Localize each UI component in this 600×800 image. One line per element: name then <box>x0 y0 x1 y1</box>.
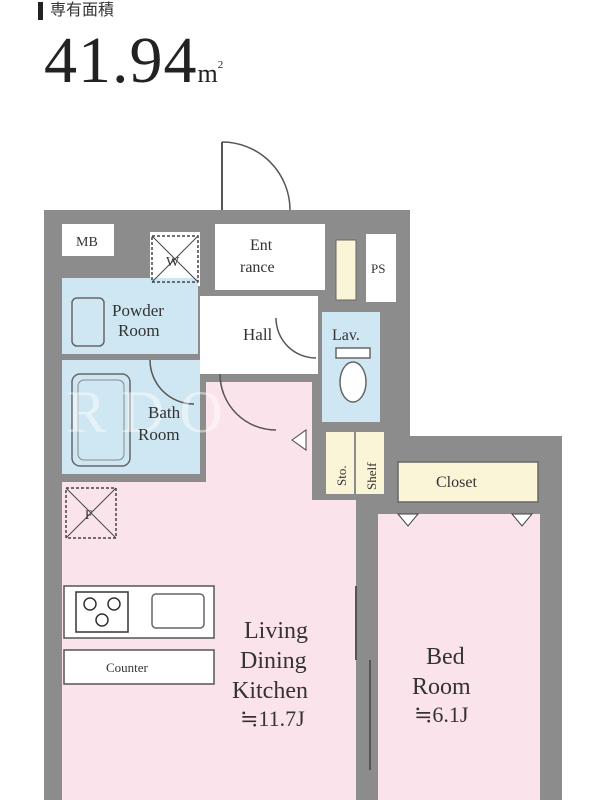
label-closet: Closet <box>436 474 477 491</box>
floor-bedroom <box>378 514 540 800</box>
label-hall: Hall <box>243 325 273 344</box>
label-lav: Lav. <box>332 327 360 344</box>
washer-diag-2 <box>151 235 199 283</box>
label-washer: W <box>166 255 180 270</box>
header-accent-bar <box>38 2 43 20</box>
area-unit: m2 <box>197 59 224 88</box>
fan-diag-2 <box>65 487 117 539</box>
label-entrance-1: Ent <box>250 237 273 254</box>
label-counter: Counter <box>106 660 149 675</box>
area-label: 専有面積 <box>50 0 115 19</box>
label-bed-1: Bed <box>426 644 465 670</box>
floor-entrance <box>215 224 325 290</box>
floor-closet <box>397 461 539 503</box>
fan-box <box>65 487 117 539</box>
lav-door-swing <box>275 317 317 359</box>
entrance-door-swing <box>221 141 291 211</box>
label-mb: MB <box>76 235 98 250</box>
floor-mb <box>62 224 114 256</box>
bath-door-swing <box>219 373 277 431</box>
label-ldk-3: Kitchen <box>232 678 308 704</box>
powder-door-swing <box>149 359 195 405</box>
floor-hall <box>200 296 318 374</box>
label-ldk-2: Dining <box>240 648 307 674</box>
label-bed-2: Room <box>412 674 471 700</box>
closet-marker-right <box>510 513 534 527</box>
label-storage: Sto. <box>334 465 349 486</box>
washer-box <box>151 235 199 283</box>
label-fan: F <box>85 507 92 522</box>
kitchen-sink-basin <box>151 593 205 629</box>
toilet-tank <box>335 347 371 359</box>
area-value: 41.94m2 <box>44 26 223 109</box>
label-entrance-2: rance <box>240 259 275 276</box>
shoe-cabinet <box>335 239 357 301</box>
floor-storage <box>326 432 354 494</box>
area-unit-sup: 2 <box>217 59 224 71</box>
toilet-bowl <box>339 361 367 403</box>
label-powder-2: Room <box>118 321 160 340</box>
label-ldk-1: Living <box>244 618 308 644</box>
label-ldk-size: ≒11.7J <box>240 706 305 731</box>
label-powder-1: Powder <box>112 301 164 320</box>
bathtub <box>71 373 131 467</box>
shelf-marker <box>291 429 307 451</box>
label-bath-2: Room <box>138 425 180 444</box>
label-ps: PS <box>371 261 385 276</box>
label-shelf: Shelf <box>364 462 379 490</box>
area-number: 41.94 <box>44 24 198 97</box>
closet-marker-left <box>396 513 420 527</box>
label-bed-size: ≒6.1J <box>414 702 469 727</box>
kitchen-counter <box>63 649 215 685</box>
watermark: R D O <box>66 379 223 445</box>
vanity-sink <box>71 297 105 347</box>
stove-icon <box>75 591 129 633</box>
floor-ps <box>366 234 396 302</box>
bathtub-inner <box>77 379 125 461</box>
floor-shelf <box>356 432 384 494</box>
label-bath-1: Bath <box>148 403 181 422</box>
